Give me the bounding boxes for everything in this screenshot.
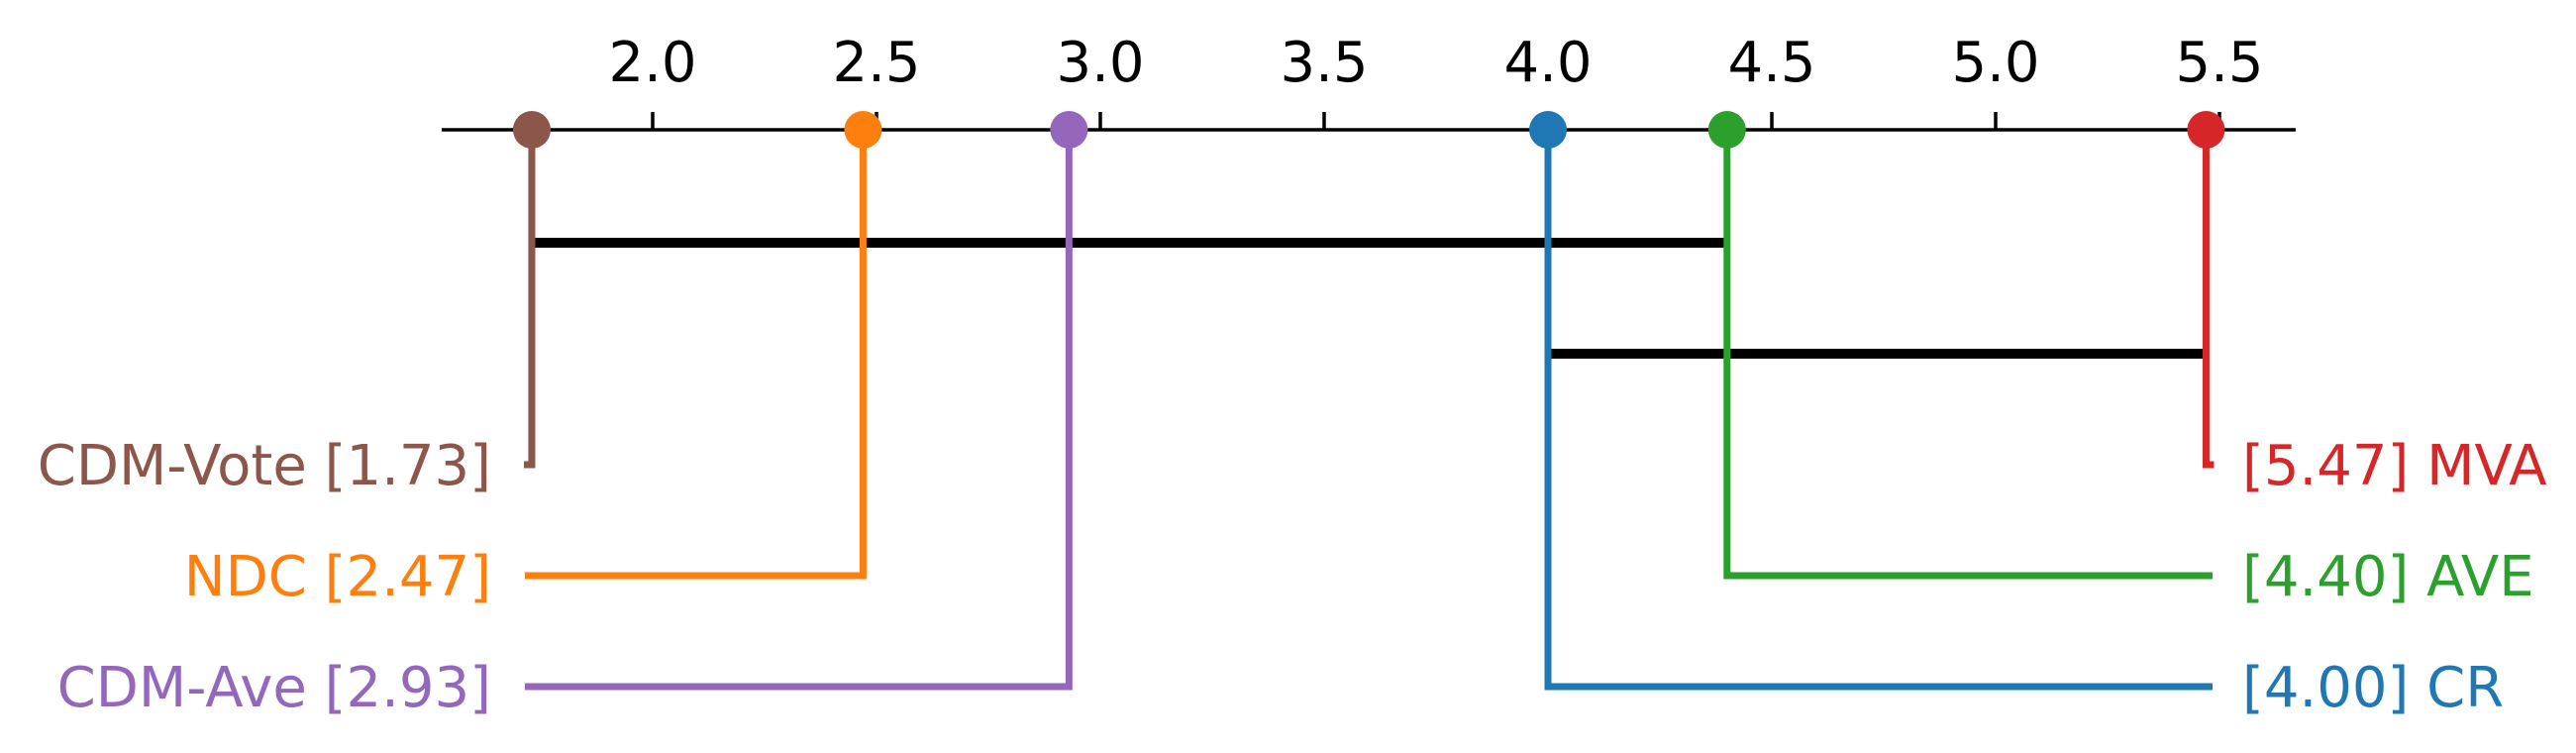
method-cdm-vote	[512, 111, 551, 469]
method-label: [4.00] CR	[2242, 656, 2504, 720]
tick-label: 2.0	[608, 31, 696, 95]
method-label: [5.47] MVA	[2242, 434, 2547, 498]
clique-bars	[528, 238, 2210, 359]
method-ndc	[525, 111, 882, 580]
method-stem	[525, 130, 867, 580]
rank-marker	[844, 111, 882, 149]
method-stem	[1723, 130, 2213, 580]
tick-label: 3.0	[1056, 31, 1144, 95]
method-stem	[2202, 130, 2215, 469]
tick-label: 2.5	[832, 31, 920, 95]
method-stems	[512, 111, 2225, 691]
rank-marker	[2187, 111, 2225, 149]
axis-ticks: 2.0 2.5 3.0 3.5 4.0 4.5 5.0 5.5	[608, 31, 2264, 130]
rank-marker	[512, 111, 551, 149]
method-cr	[1529, 111, 2213, 691]
tick-label: 4.5	[1727, 31, 1815, 95]
method-label: NDC [2.47]	[184, 545, 491, 609]
method-label: CDM-Ave [2.93]	[57, 656, 491, 720]
method-stem	[525, 130, 1073, 691]
tick-label: 3.5	[1280, 31, 1368, 95]
tick-label: 4.0	[1503, 31, 1592, 95]
method-stem	[1544, 130, 2213, 691]
method-label: CDM-Vote [1.73]	[38, 434, 491, 498]
method-stem	[523, 130, 536, 469]
rank-marker	[1529, 111, 1567, 149]
rank-marker	[1707, 111, 1746, 149]
rank-marker	[1050, 111, 1088, 149]
tick-label: 5.0	[1951, 31, 2039, 95]
tick-label: 5.5	[2175, 31, 2263, 95]
method-label: [4.40] AVE	[2242, 545, 2534, 609]
method-ave	[1707, 111, 2213, 580]
method-cdm-ave	[525, 111, 1088, 691]
method-mva	[2187, 111, 2225, 469]
method-labels: CDM-Vote [1.73] NDC [2.47] CDM-Ave [2.93] […	[38, 434, 2547, 720]
